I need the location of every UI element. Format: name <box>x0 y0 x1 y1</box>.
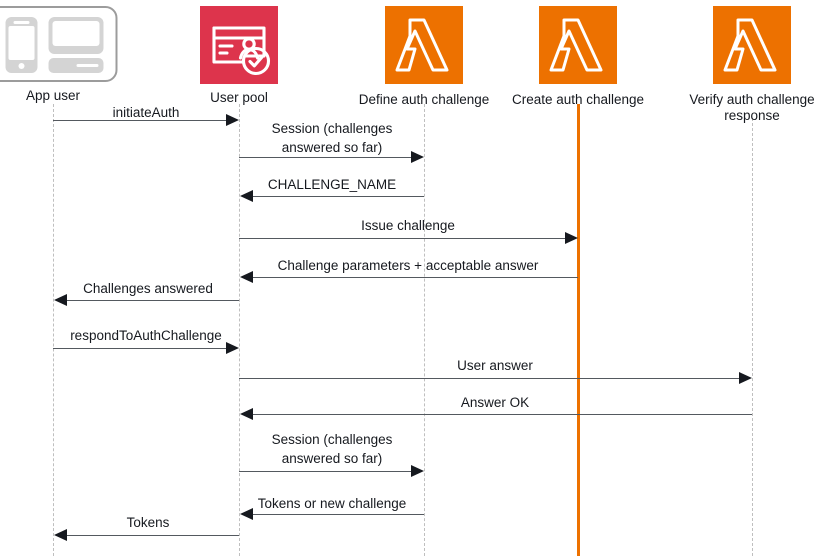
message-line-session-challenges-answered-2 <box>239 471 412 472</box>
arrow-head-respond-to-auth-challenge <box>226 342 239 354</box>
message-line-challenges-answered <box>66 300 239 301</box>
phone-icon <box>5 17 38 73</box>
message-label-session-challenges-answered-2: Session (challenges answered so far) <box>271 432 393 466</box>
message-label-issue-challenge: Issue challenge <box>361 218 455 233</box>
actor-label-app-user: App user <box>25 88 81 103</box>
message-line-user-answer <box>239 378 740 379</box>
arrow-head-challenge-name <box>240 190 253 202</box>
message-label-challenge-parameters-acceptable-answer: Challenge parameters + acceptable answer <box>277 258 539 273</box>
message-line-issue-challenge <box>239 238 566 239</box>
actor-label-create-auth-challenge: Create auth challenge <box>511 92 645 107</box>
lifeline-define-auth-challenge <box>424 104 425 556</box>
lifeline-user-pool <box>239 104 240 556</box>
message-label-user-answer: User answer <box>457 358 533 373</box>
message-line-initiate-auth <box>53 120 227 121</box>
message-label-tokens-or-new-challenge: Tokens or new challenge <box>257 496 407 511</box>
arrow-head-initiate-auth <box>226 114 239 126</box>
actor-label-define-auth-challenge: Define auth challenge <box>358 92 490 107</box>
actor-label-user-pool: User pool <box>210 90 268 105</box>
user-pool-icon <box>200 6 278 84</box>
lambda-icon <box>539 6 617 84</box>
arrow-head-issue-challenge <box>565 232 578 244</box>
message-label-session-challenges-answered-1: Session (challenges answered so far) <box>271 121 393 155</box>
keyboard-icon <box>48 58 104 73</box>
arrow-head-challenge-parameters-acceptable-answer <box>240 271 253 283</box>
message-line-respond-to-auth-challenge <box>53 348 227 349</box>
message-line-session-challenges-answered-1 <box>239 157 412 158</box>
lifeline-verify-auth-challenge-response <box>752 118 753 556</box>
arrow-head-session-challenges-answered-1 <box>411 151 424 163</box>
devices-icon <box>0 6 118 82</box>
arrow-head-answer-ok <box>240 408 253 420</box>
message-label-answer-ok: Answer OK <box>460 395 530 410</box>
message-line-challenge-parameters-acceptable-answer <box>252 277 578 278</box>
actor-label-verify-auth-challenge-response: Verify auth challenge response <box>689 92 815 123</box>
lambda-icon <box>385 6 463 84</box>
message-label-challenge-name: CHALLENGE_NAME <box>267 177 397 192</box>
lambda-icon <box>713 6 791 84</box>
arrow-head-session-challenges-answered-2 <box>411 465 424 477</box>
message-label-respond-to-auth-challenge: respondToAuthChallenge <box>70 328 222 343</box>
message-line-answer-ok <box>252 414 752 415</box>
message-label-tokens: Tokens <box>126 515 170 530</box>
message-line-tokens-or-new-challenge <box>252 514 424 515</box>
message-label-challenges-answered: Challenges answered <box>83 281 213 296</box>
arrow-head-challenges-answered <box>54 294 67 306</box>
arrow-head-tokens <box>54 529 67 541</box>
lifeline-app-user <box>53 104 54 556</box>
message-line-challenge-name <box>252 196 424 197</box>
arrow-head-tokens-or-new-challenge <box>240 508 253 520</box>
message-line-tokens <box>66 535 239 536</box>
message-label-initiate-auth: initiateAuth <box>112 105 180 120</box>
monitor-icon <box>48 17 104 54</box>
lifeline-create-auth-challenge <box>577 104 580 556</box>
arrow-head-user-answer <box>739 372 752 384</box>
